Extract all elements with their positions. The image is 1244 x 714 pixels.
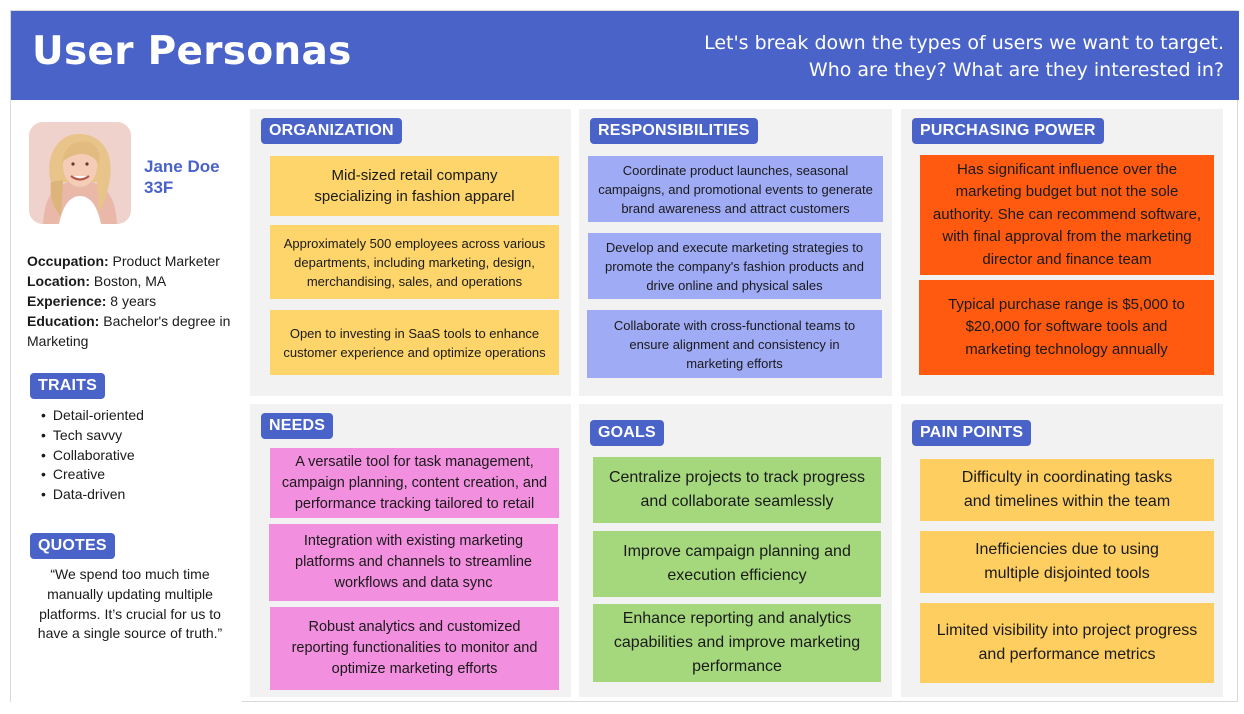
quotes-heading: QUOTES <box>30 533 115 559</box>
purchasing-power-note: Typical purchase range is $5,000 to $20,… <box>919 280 1214 375</box>
list-item: Tech savvy <box>41 426 144 446</box>
responsibilities-note: Develop and execute marketing strategies… <box>588 233 881 299</box>
responsibilities-note: Collaborate with cross-functional teams … <box>587 310 882 378</box>
persona-sidebar: Jane Doe 33F Occupation: Product Markete… <box>11 100 242 702</box>
needs-note: Robust analytics and customized reportin… <box>270 607 559 690</box>
responsibilities-heading: RESPONSIBILITIES <box>590 118 758 144</box>
detail-value: Product Marketer <box>108 253 220 269</box>
pain-points-note: Limited visibility into project progress… <box>920 603 1214 683</box>
page-title: User Personas <box>32 29 352 74</box>
list-item: Creative <box>41 465 144 485</box>
goals-note: Centralize projects to track progress an… <box>593 457 881 523</box>
organization-note: Open to investing in SaaS tools to enhan… <box>270 310 559 375</box>
responsibilities-note: Coordinate product launches, seasonal ca… <box>588 156 883 222</box>
traits-list: Detail-oriented Tech savvy Collaborative… <box>41 406 144 505</box>
list-item: Collaborative <box>41 446 144 466</box>
persona-name: Jane Doe <box>144 157 220 176</box>
avatar <box>29 122 131 224</box>
traits-heading: TRAITS <box>30 373 105 399</box>
needs-note: Integration with existing marketing plat… <box>269 524 558 601</box>
purchasing-power-heading: PURCHASING POWER <box>912 118 1104 144</box>
detail-value: Bachelor's degree in Marketing <box>27 313 231 349</box>
subtitle-line: Who are they? What are they interested i… <box>808 59 1224 81</box>
detail-occupation: Occupation: Product Marketer <box>27 251 237 271</box>
organization-note: Mid-sized retail company specializing in… <box>270 156 559 216</box>
list-item: Detail-oriented <box>41 406 144 426</box>
header-banner: User Personas Let's break down the types… <box>11 11 1239 100</box>
organization-panel: ORGANIZATION Mid-sized retail company sp… <box>250 109 571 396</box>
goals-note: Improve campaign planning and execution … <box>593 531 881 597</box>
list-item: Data-driven <box>41 485 144 505</box>
pain-points-note: Difficulty in coordinating tasks and tim… <box>920 459 1214 521</box>
detail-experience: Experience: 8 years <box>27 291 237 311</box>
pain-points-note: Inefficiencies due to using multiple dis… <box>920 531 1214 593</box>
persona-age: 33F <box>144 178 174 197</box>
goals-heading: GOALS <box>590 420 664 446</box>
detail-value: Boston, MA <box>90 273 167 289</box>
needs-panel: NEEDS A versatile tool for task manageme… <box>250 404 571 697</box>
goals-note: Enhance reporting and analytics capabili… <box>593 604 881 682</box>
detail-location: Location: Boston, MA <box>27 271 237 291</box>
detail-education: Education: Bachelor's degree in Marketin… <box>27 311 237 351</box>
persona-quote: “We spend too much time manually updatin… <box>37 566 223 642</box>
detail-label: Location: <box>27 273 90 289</box>
subtitle-line: Let's break down the types of users we w… <box>704 32 1224 54</box>
organization-note: Approximately 500 employees across vario… <box>270 225 559 299</box>
purchasing-power-note: Has significant influence over the marke… <box>920 155 1214 275</box>
persona-details: Occupation: Product Marketer Location: B… <box>27 251 237 351</box>
detail-label: Experience: <box>27 293 107 309</box>
portrait-photo-icon <box>29 122 131 224</box>
needs-note: A versatile tool for task management, ca… <box>270 448 559 518</box>
detail-value: 8 years <box>106 293 157 309</box>
needs-heading: NEEDS <box>261 413 334 439</box>
goals-panel: GOALS Centralize projects to track progr… <box>579 404 892 697</box>
persona-board: User Personas Let's break down the types… <box>10 10 1239 702</box>
detail-label: Occupation: <box>27 253 109 269</box>
organization-heading: ORGANIZATION <box>261 118 402 144</box>
detail-label: Education: <box>27 313 100 329</box>
pain-points-heading: PAIN POINTS <box>912 420 1032 446</box>
purchasing-power-panel: PURCHASING POWER Has significant influen… <box>901 109 1223 396</box>
responsibilities-panel: RESPONSIBILITIES Coordinate product laun… <box>579 109 892 396</box>
page-subtitle: Let's break down the types of users we w… <box>704 30 1224 84</box>
pain-points-panel: PAIN POINTS Difficulty in coordinating t… <box>901 404 1223 697</box>
